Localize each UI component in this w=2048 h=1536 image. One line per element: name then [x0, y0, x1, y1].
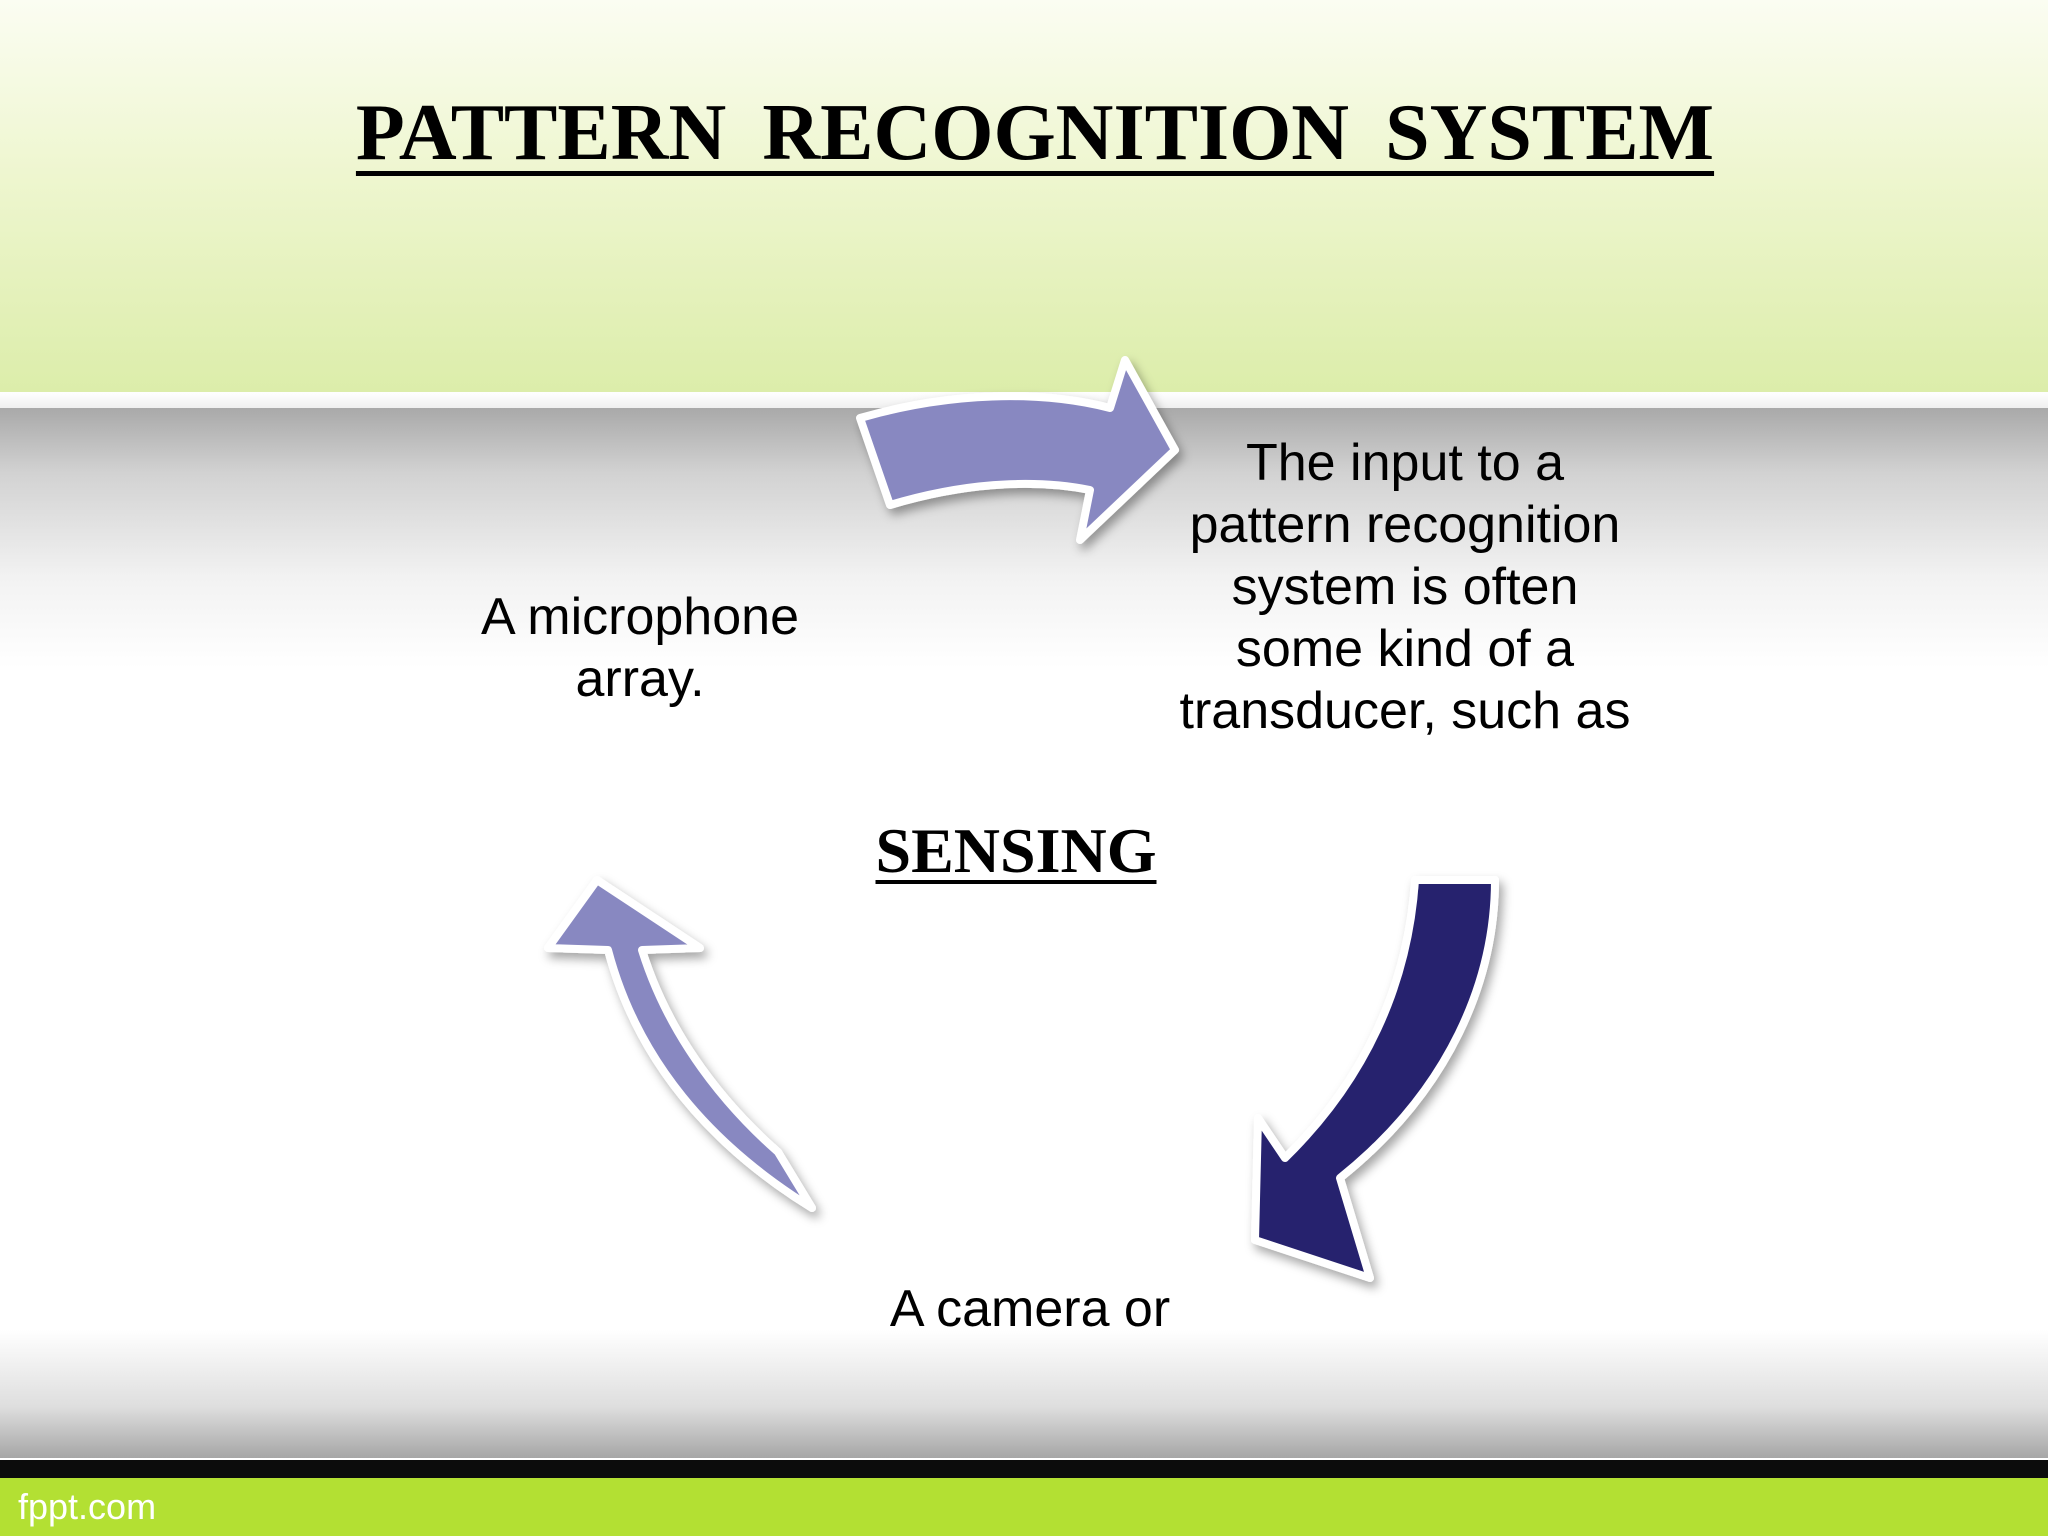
footer-bar-dark: [0, 1460, 2048, 1478]
footer-bar: [0, 1478, 2048, 1536]
node-text-bottom: A camera or: [889, 1280, 1171, 1338]
arrow-top-right-to-bottom: [1251, 876, 1499, 1282]
slide-title: PATTERN RECOGNITION SYSTEM: [355, 89, 1715, 177]
node-text-top-right: The input to a pattern recognition syste…: [1179, 434, 1631, 740]
node-text-left: A microphone array.: [481, 588, 799, 708]
arrow-bottom-to-left: [544, 876, 816, 1212]
center-label: SENSING: [875, 815, 1157, 886]
body-shade-bottom: [0, 1330, 2048, 1458]
arrow-left-to-top-right: [856, 356, 1179, 544]
footer-brand: fppt.com: [18, 1486, 157, 1527]
header-band: [0, 0, 2048, 392]
